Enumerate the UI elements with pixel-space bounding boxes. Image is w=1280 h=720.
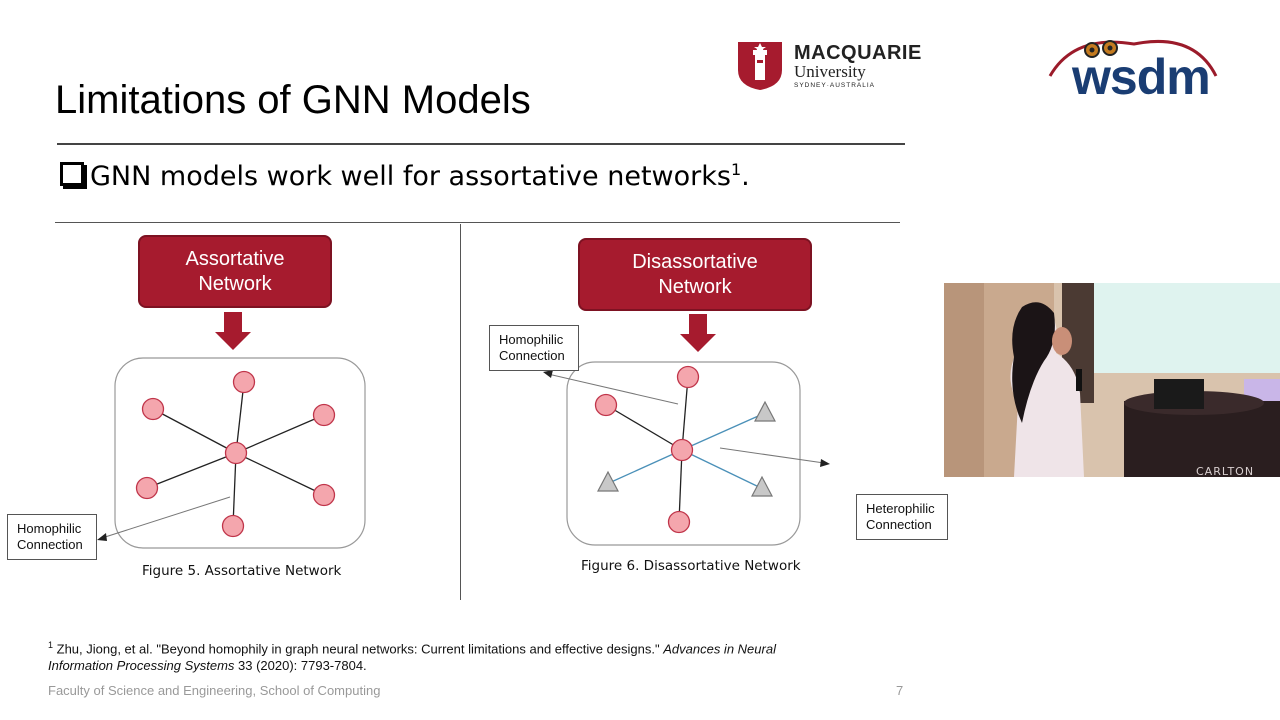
bullet-point: GNN models work well for assortative net…	[60, 160, 750, 192]
node	[224, 441, 248, 465]
assortative-box-line2: Network	[198, 272, 272, 295]
triangle-node	[751, 475, 773, 497]
disassortative-homophilic-edges	[605, 376, 689, 523]
figure-divider	[460, 224, 461, 600]
disassortative-network-box: Disassortative Network	[578, 238, 812, 311]
disassortative-heterophilic-edges	[608, 412, 766, 489]
slide-title: Limitations of GNN Models	[55, 78, 531, 122]
node	[312, 483, 336, 507]
node	[232, 370, 256, 394]
figure6-caption: Figure 6. Disassortative Network	[581, 558, 801, 574]
disassortative-nodes	[594, 365, 700, 534]
figure-top-rule	[55, 222, 900, 223]
pointer-arrowhead	[543, 370, 553, 378]
speaker-video: CARLTON	[944, 283, 1280, 477]
bullet-text: GNN models work well for assortative net…	[90, 161, 731, 192]
homophilic-callout-fig6: Homophilic Connection	[489, 325, 579, 371]
macquarie-university: University	[794, 62, 866, 81]
node	[135, 476, 159, 500]
macquarie-shield-icon	[738, 42, 782, 90]
assortative-network-box: Assortative Network	[138, 235, 332, 308]
footnote-text: Zhu, Jiong, et al. "Beyond homophily in …	[53, 641, 664, 657]
pointer-arrowhead	[97, 533, 107, 541]
callout-line2: Connection	[499, 348, 565, 363]
assortative-nodes	[135, 370, 336, 538]
footer-text: Faculty of Science and Engineering, Scho…	[48, 683, 381, 698]
callout-line1: Homophilic	[17, 521, 82, 536]
bullet-period: .	[741, 161, 750, 192]
wsdm-owl-icon	[1048, 39, 1218, 77]
node	[312, 403, 336, 427]
macquarie-location: SYDNEY·AUSTRALIA	[794, 82, 876, 89]
disassortative-box-line1: Disassortative	[632, 250, 758, 273]
footnote-journal: Advances in Neural Information Processin…	[48, 641, 776, 674]
heterophilic-callout: Heterophilic Connection	[856, 494, 948, 540]
down-arrow-icon	[215, 312, 251, 350]
callout-line1: Heterophilic	[866, 501, 935, 516]
checkbox-bullet-icon	[60, 162, 84, 186]
disassortative-box-line2: Network	[658, 275, 732, 298]
wsdm-wordmark: wsdm	[1072, 49, 1211, 105]
macquarie-logo: MACQUARIE University SYDNEY·AUSTRALIA	[736, 40, 921, 92]
homophilic-callout-fig5: Homophilic Connection	[7, 514, 97, 560]
node	[676, 365, 700, 389]
macquarie-name: MACQUARIE	[794, 42, 922, 64]
page-number: 7	[896, 683, 904, 698]
pointer-arrowhead	[820, 459, 830, 467]
node	[594, 393, 618, 417]
assortative-edges	[146, 381, 325, 527]
node	[221, 514, 245, 538]
node	[667, 510, 691, 534]
footnote: 1 Zhu, Jiong, et al. "Beyond homophily i…	[48, 637, 828, 674]
node	[670, 438, 694, 462]
callout-line1: Homophilic	[499, 332, 564, 347]
triangle-node	[597, 470, 619, 492]
triangle-node	[754, 400, 776, 422]
podium-text: CARLTON	[1196, 465, 1254, 477]
node	[141, 397, 165, 421]
speaker-video-frame: CARLTON	[944, 283, 1280, 477]
bullet-superscript: 1	[730, 160, 742, 179]
figure5-caption: Figure 5. Assortative Network	[142, 563, 342, 579]
assortative-box-line1: Assortative	[185, 247, 285, 270]
title-rule	[57, 143, 905, 145]
callout-line2: Connection	[866, 517, 932, 532]
callout-line2: Connection	[17, 537, 83, 552]
disassortative-triangle-nodes	[597, 400, 776, 497]
down-arrow-icon	[680, 314, 716, 352]
footnote-marker: 1	[48, 640, 54, 650]
footnote-tail: 33 (2020): 7793-7804.	[234, 658, 367, 674]
wsdm-logo: wsdm	[1044, 36, 1224, 105]
